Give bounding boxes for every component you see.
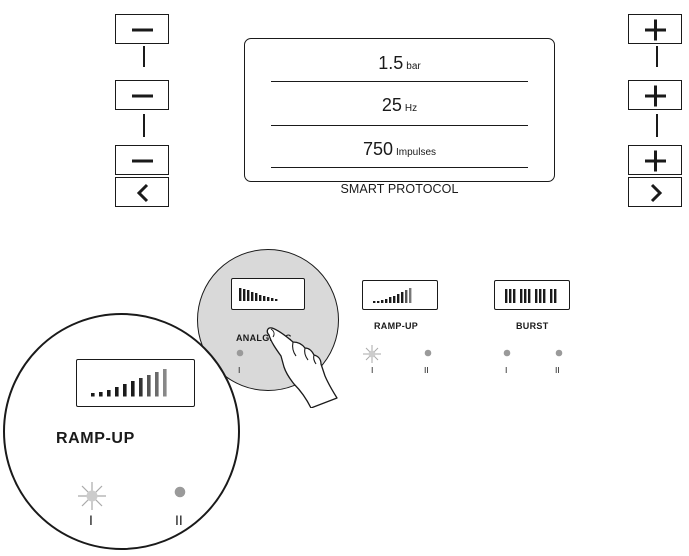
frequency-unit: Hz <box>405 103 417 114</box>
channel-i-label: I <box>238 365 240 375</box>
channel-ii-label: II <box>555 365 560 375</box>
ramp-up-magnified-button <box>76 359 195 407</box>
smart-protocol-label[interactable]: SMART PROTOCOL <box>245 182 554 196</box>
analgesic-mode-button[interactable] <box>231 278 305 310</box>
pressure-minus-button[interactable] <box>115 14 169 44</box>
plus-icon <box>629 81 683 111</box>
ascending-bars-icon <box>77 360 196 408</box>
divider <box>271 125 528 126</box>
impulses-value: 750 <box>363 139 393 159</box>
ramp-up-mode-button[interactable] <box>362 280 438 310</box>
burst-bars-icon <box>495 281 571 311</box>
channel-i-label: I <box>505 365 507 375</box>
magnifier-channel-i-label: I <box>89 512 93 528</box>
descending-bars-icon <box>232 279 306 311</box>
magnifier-channel-ii-label: II <box>175 512 183 528</box>
connector-line <box>656 114 658 137</box>
ramp-up-label: RAMP-UP <box>374 321 418 331</box>
minus-icon <box>116 81 170 111</box>
minus-icon <box>116 15 170 45</box>
chevron-left-icon <box>116 178 170 208</box>
pressure-unit: bar <box>406 61 420 72</box>
channel-ii-label: II <box>424 365 429 375</box>
divider <box>271 81 528 82</box>
ascending-bars-icon <box>363 281 439 311</box>
channel-i-label: I <box>371 365 373 375</box>
impulses-minus-button[interactable] <box>115 145 169 175</box>
minus-icon <box>116 146 170 176</box>
connector-line <box>143 114 145 137</box>
burst-mode-button[interactable] <box>494 280 570 310</box>
frequency-minus-button[interactable] <box>115 80 169 110</box>
dot-icon <box>174 486 186 498</box>
previous-button[interactable] <box>115 177 169 207</box>
sunburst-icon <box>362 344 382 364</box>
dot-icon <box>236 349 244 357</box>
magnifier-ramp-up-label: RAMP-UP <box>56 430 135 448</box>
impulses-unit: Impulses <box>396 147 436 158</box>
pressure-plus-button[interactable] <box>628 14 682 44</box>
pointing-hand-icon <box>262 318 352 408</box>
connector-line <box>143 46 145 67</box>
frequency-plus-button[interactable] <box>628 80 682 110</box>
frequency-value: 25 <box>382 95 402 115</box>
sunburst-icon <box>77 481 107 511</box>
dot-icon <box>503 349 511 357</box>
dot-icon <box>424 349 432 357</box>
divider <box>271 167 528 168</box>
pressure-value: 1.5 <box>378 53 403 73</box>
impulses-plus-button[interactable] <box>628 145 682 175</box>
plus-icon <box>629 146 683 176</box>
connector-line <box>656 46 658 67</box>
burst-label: BURST <box>516 321 549 331</box>
next-button[interactable] <box>628 177 682 207</box>
plus-icon <box>629 15 683 45</box>
dot-icon <box>555 349 563 357</box>
chevron-right-icon <box>629 178 683 208</box>
